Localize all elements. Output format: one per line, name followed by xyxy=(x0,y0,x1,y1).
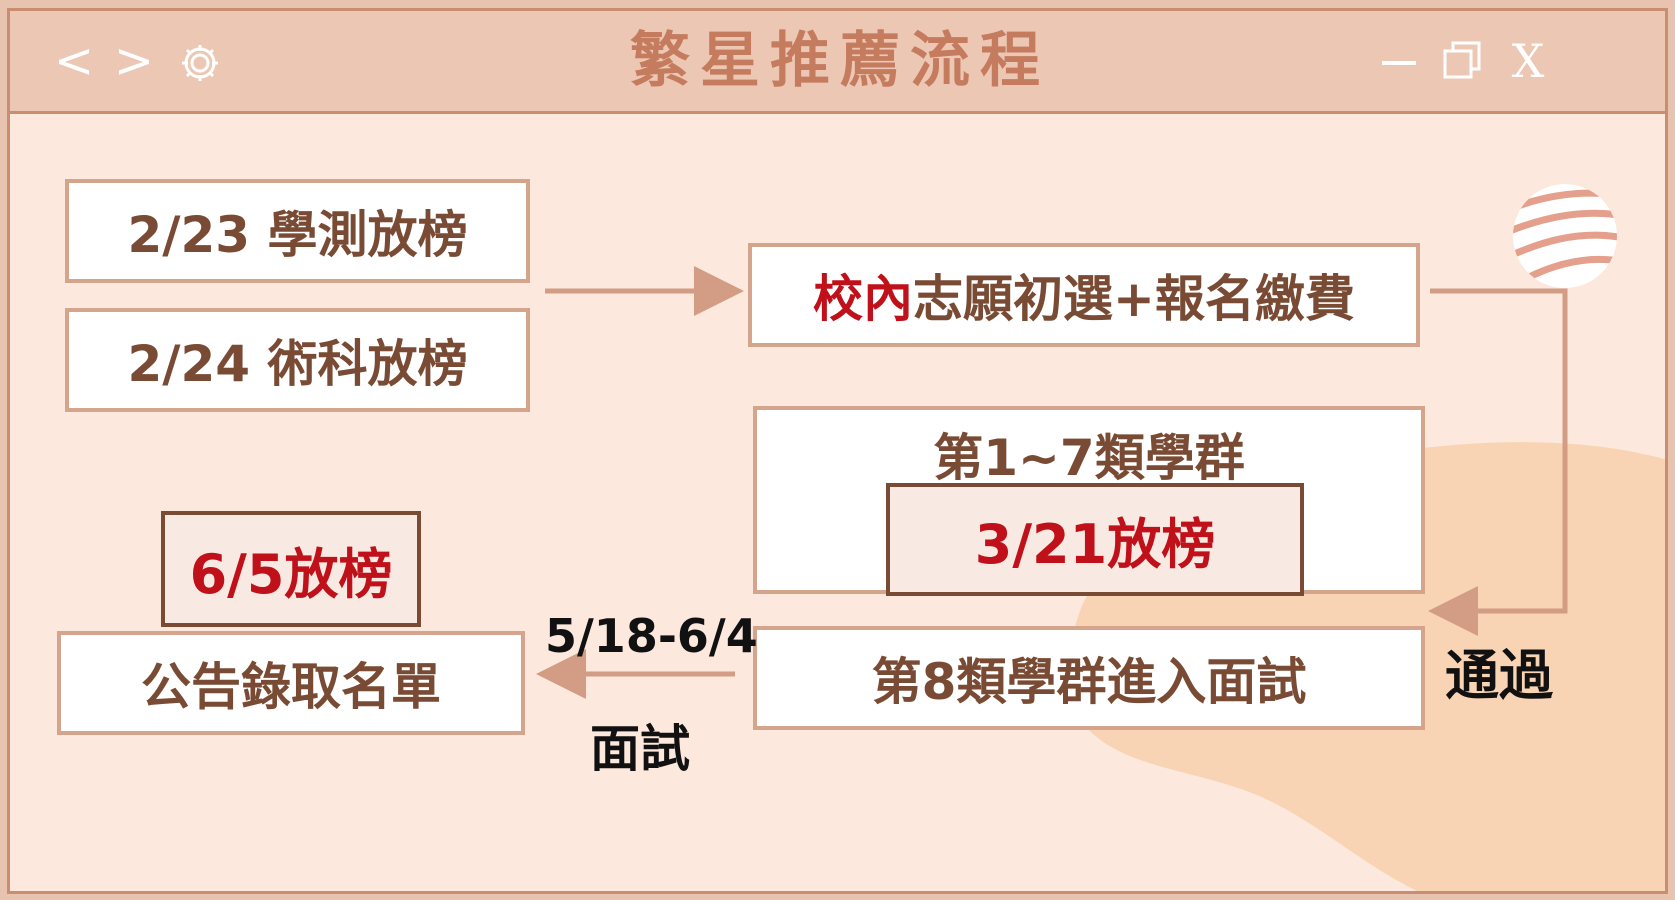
groups-1-7-title: 第1~7類學群 xyxy=(933,429,1245,487)
title-bar: < > 繁星推薦流程 X xyxy=(10,11,1665,114)
close-button[interactable]: X xyxy=(1500,33,1556,89)
arts-results-box: 2/24 術科放榜 xyxy=(65,308,530,412)
flow-arrows xyxy=(536,266,1568,699)
june-results-box: 6/5放榜 xyxy=(161,511,421,627)
maximize-icon xyxy=(1443,41,1481,79)
exam-results-box: 2/23 學測放榜 xyxy=(65,179,530,283)
interview-date-label: 5/18-6/4 xyxy=(545,609,758,663)
march-results-label: 3/21放榜 xyxy=(974,513,1216,576)
announce-admission-box: 公告錄取名單 xyxy=(57,631,525,735)
gear-icon[interactable] xyxy=(178,41,222,85)
arrow-pass-path xyxy=(1428,288,1568,636)
selection-registration-label: 志願初選+報名繳費 xyxy=(913,270,1355,328)
forward-icon: > xyxy=(113,33,155,89)
close-icon: X xyxy=(1511,34,1545,88)
interview-label: 面試 xyxy=(590,720,690,778)
exam-results-label: 2/23 學測放榜 xyxy=(127,206,468,264)
arts-results-label: 2/24 術科放榜 xyxy=(127,335,468,393)
maximize-button[interactable] xyxy=(1435,33,1491,89)
june-results-label: 6/5放榜 xyxy=(189,542,393,606)
pass-label: 通過 xyxy=(1445,644,1553,707)
back-button[interactable]: < xyxy=(50,37,98,85)
page-title: 繁星推薦流程 xyxy=(630,26,1050,96)
back-icon: < xyxy=(53,33,95,89)
group-8-interview-box: 第8類學群進入面試 xyxy=(753,626,1425,730)
school-internal-label: 校內 xyxy=(813,270,914,328)
forward-button[interactable]: > xyxy=(110,37,158,85)
school-selection-box: 校內志願初選+報名繳費 xyxy=(748,243,1420,347)
announce-admission-label: 公告錄取名單 xyxy=(141,658,441,716)
march-results-box: 3/21放榜 xyxy=(886,483,1304,596)
minimize-button[interactable] xyxy=(1372,33,1428,89)
app-window: < > 繁星推薦流程 X xyxy=(7,8,1668,894)
group-8-interview-label: 第8類學群進入面試 xyxy=(871,653,1307,711)
